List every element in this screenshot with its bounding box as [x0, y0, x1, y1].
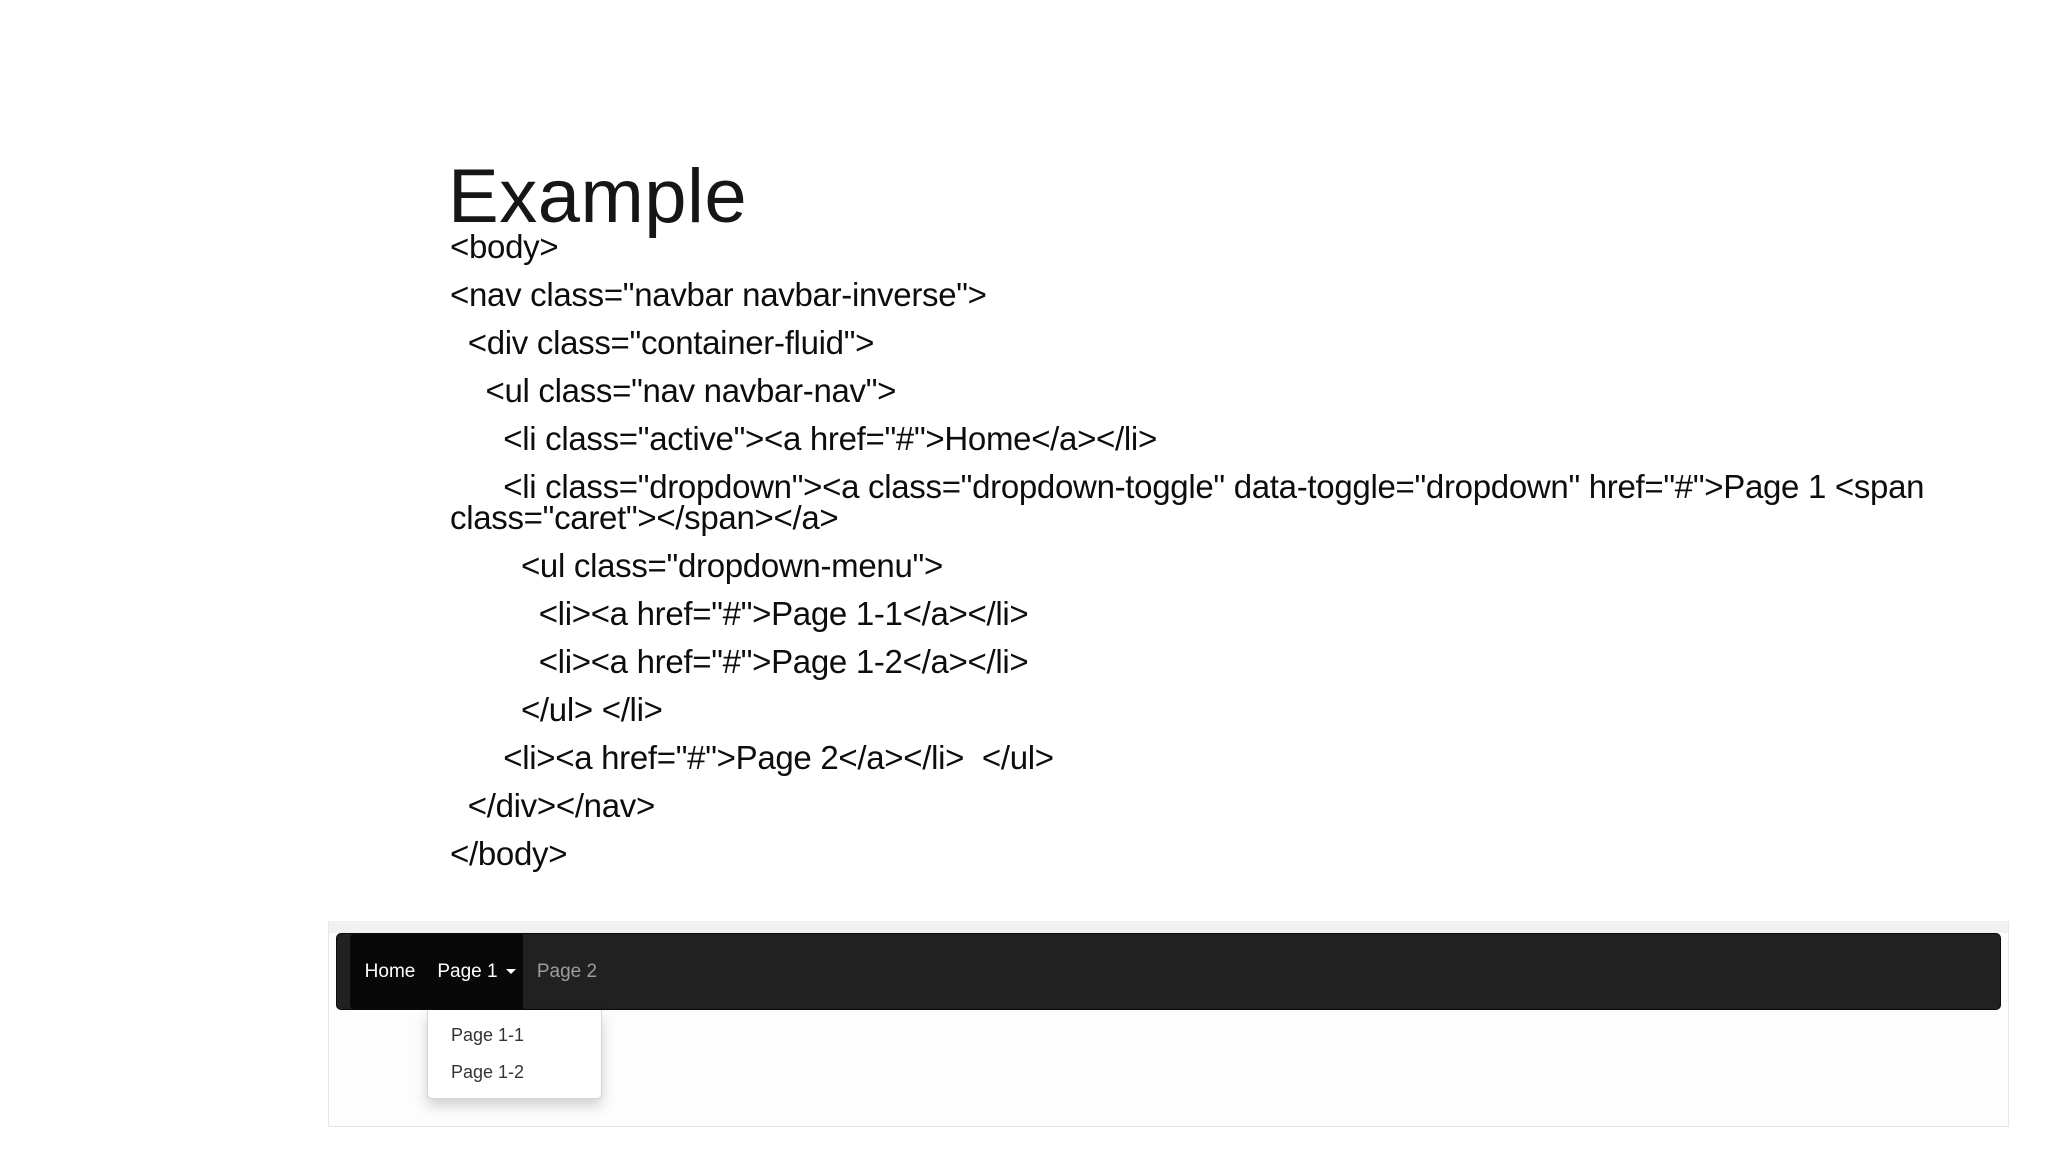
nav-item-page2-label: Page 2: [536, 961, 598, 982]
code-line: <li><a href="#">Page 1-2</a></li>: [450, 643, 1029, 680]
code-line: </div></nav>: [450, 787, 656, 824]
code-line: <nav class="navbar navbar-inverse">: [450, 276, 987, 313]
code-line: <li class="active"><a href="#">Home</a><…: [450, 420, 1157, 457]
nav-item-page1[interactable]: Page 1: [430, 934, 523, 1009]
code-line: <li><a href="#">Page 2</a></li> </ul>: [450, 739, 1054, 776]
nav-item-home-label: Home: [364, 961, 416, 982]
code-line: <ul class="nav navbar-nav">: [450, 372, 897, 409]
page-title: Example: [448, 153, 748, 239]
result-panel-top-strip: [329, 921, 2008, 933]
code-block: <body> <nav class="navbar navbar-inverse…: [450, 228, 2010, 886]
nav-item-home[interactable]: Home: [350, 934, 430, 1009]
code-line: <div class="container-fluid">: [450, 324, 875, 361]
code-line: </body>: [450, 835, 568, 872]
caret-down-icon: [505, 969, 516, 974]
code-line: <li class="dropdown"><a class="dropdown-…: [450, 468, 1925, 536]
code-line: <li><a href="#">Page 1-1</a></li>: [450, 595, 1029, 632]
navbar: Home Page 1 Page 2: [336, 933, 2001, 1010]
dropdown-item-page-1-1[interactable]: Page 1-1: [451, 1025, 525, 1045]
result-preview-panel: Home Page 1 Page 2 Page 1-1 Page 1-2: [328, 921, 2009, 1127]
nav-item-page2[interactable]: Page 2: [523, 934, 611, 1009]
code-line: <ul class="dropdown-menu">: [450, 547, 943, 584]
nav-item-page1-label: Page 1: [437, 961, 498, 982]
code-line: <body>: [450, 228, 559, 265]
dropdown-menu: Page 1-1 Page 1-2: [427, 1010, 602, 1099]
code-line: </ul> </li>: [450, 691, 663, 728]
dropdown-item-page-1-2[interactable]: Page 1-2: [451, 1062, 525, 1082]
